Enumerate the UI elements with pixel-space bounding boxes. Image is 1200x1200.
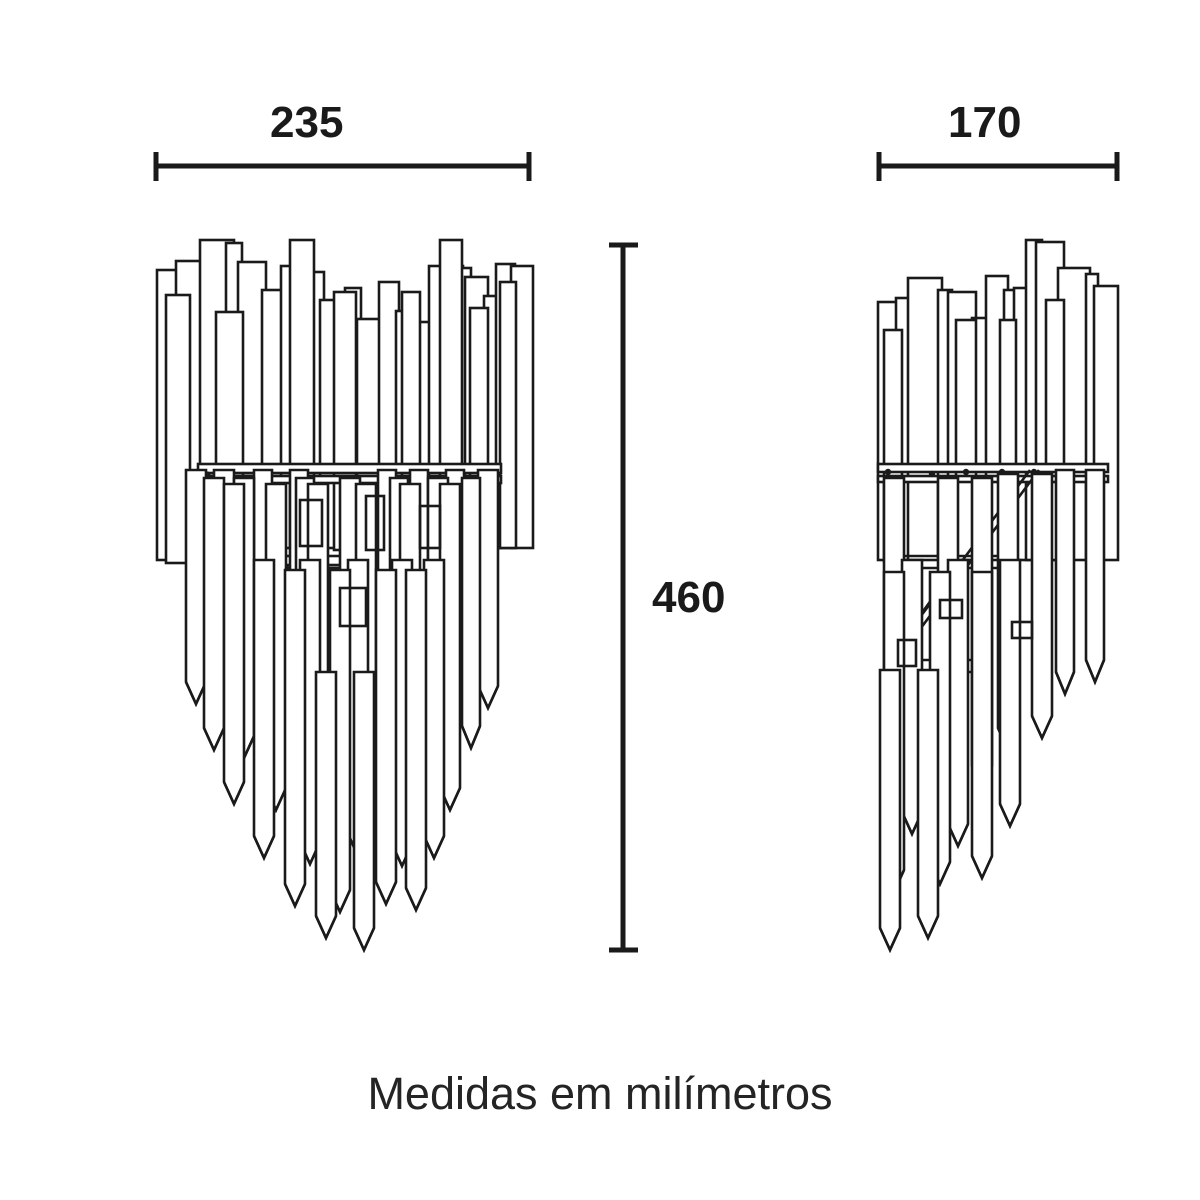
dimension-line-front-width [153,152,532,181]
front-crystal-tier-6 [314,670,376,954]
side-view-drawing [876,238,1120,954]
dimension-lines [153,152,1120,953]
front-view-drawing [155,238,535,954]
side-crystal-tier-6 [878,668,940,954]
dimension-label-side-width: 170 [948,98,1022,147]
dimension-label-front-width: 235 [270,98,344,147]
side-frame-detail [896,598,1034,668]
front-crystal-tier-5 [283,568,428,916]
side-crystal-tier-1 [1054,468,1106,698]
front-frame-detail [298,494,442,628]
dimension-label-height: 460 [652,573,726,622]
dimension-line-side-width [876,152,1120,181]
units-caption: Medidas em milímetros [367,1068,833,1119]
dimension-line-height [609,242,638,953]
